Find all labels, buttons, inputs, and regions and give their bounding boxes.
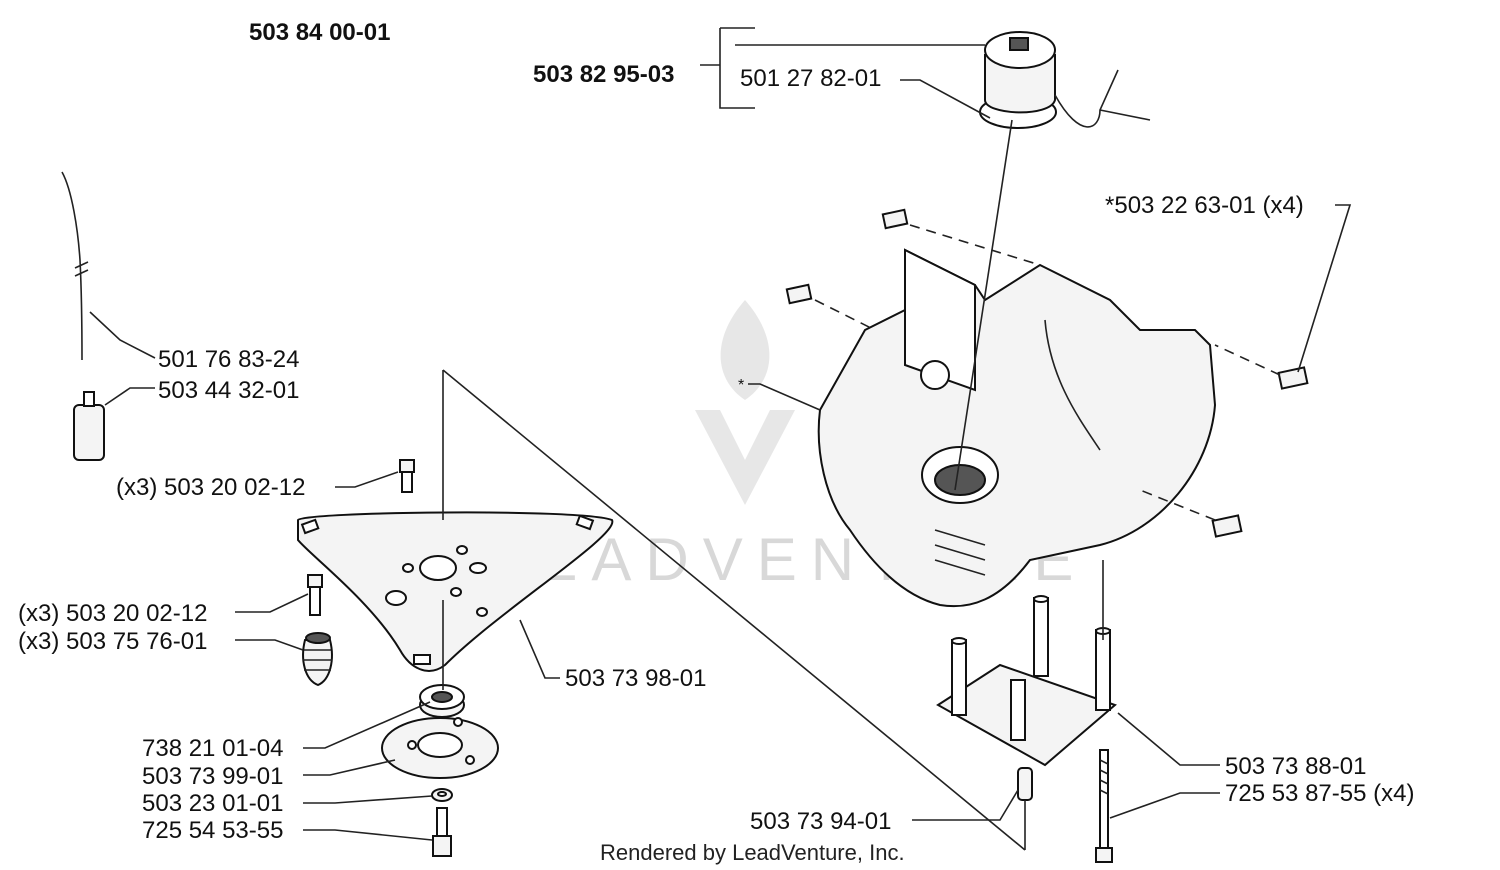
bottom-screw xyxy=(432,807,452,857)
label-small-washer: 503 23 01-01 xyxy=(142,790,283,817)
sleeve xyxy=(1017,767,1033,801)
label-assembly-main: 503 84 00-01 xyxy=(249,19,390,46)
label-sleeve: 503 73 94-01 xyxy=(750,808,891,835)
label-cap: 501 27 82-01 xyxy=(740,65,881,92)
leader-lines xyxy=(89,27,1352,841)
small-washer xyxy=(431,788,453,802)
label-nut: *503 22 63-01 (x4) xyxy=(1105,192,1304,219)
label-bearing: 738 21 01-04 xyxy=(142,735,283,762)
triangle-plate xyxy=(297,511,614,672)
label-washer-plate: 503 73 99-01 xyxy=(142,763,283,790)
fuel-filter xyxy=(73,391,105,461)
bearing xyxy=(419,684,465,718)
fuel-cap xyxy=(979,31,1151,129)
label-screw-top: (x3) 503 20 02-12 xyxy=(116,474,305,501)
long-screw xyxy=(1095,749,1113,863)
label-long-screw: 725 53 87-55 (x4) xyxy=(1225,780,1414,807)
label-tank-asterisk: * xyxy=(738,377,744,394)
label-bottom-screw: 725 54 53-55 xyxy=(142,817,283,844)
label-fuel-filter: 503 44 32-01 xyxy=(158,377,299,404)
label-bracket: 503 73 88-01 xyxy=(1225,753,1366,780)
nut-dashed-leaders xyxy=(814,224,1281,521)
label-fuel-hose: 501 76 83-24 xyxy=(158,346,299,373)
label-vibration-damper: (x3) 503 75 76-01 xyxy=(18,628,207,655)
axis-lines xyxy=(442,119,1104,851)
footer-rendered-by: Rendered by LeadVenture, Inc. xyxy=(600,840,905,865)
leadventure-watermark-logo xyxy=(695,300,795,505)
vibration-damper xyxy=(302,632,333,687)
label-cap-assembly: 503 82 95-03 xyxy=(533,61,674,88)
tank-nuts xyxy=(785,208,1309,538)
washer-plate xyxy=(381,717,499,779)
label-screw-left: (x3) 503 20 02-12 xyxy=(18,600,207,627)
fuel-tank xyxy=(817,248,1217,608)
plate-screws xyxy=(307,459,415,616)
mounting-bracket xyxy=(936,595,1117,767)
fuel-hose xyxy=(61,171,89,361)
label-plate: 503 73 98-01 xyxy=(565,665,706,692)
